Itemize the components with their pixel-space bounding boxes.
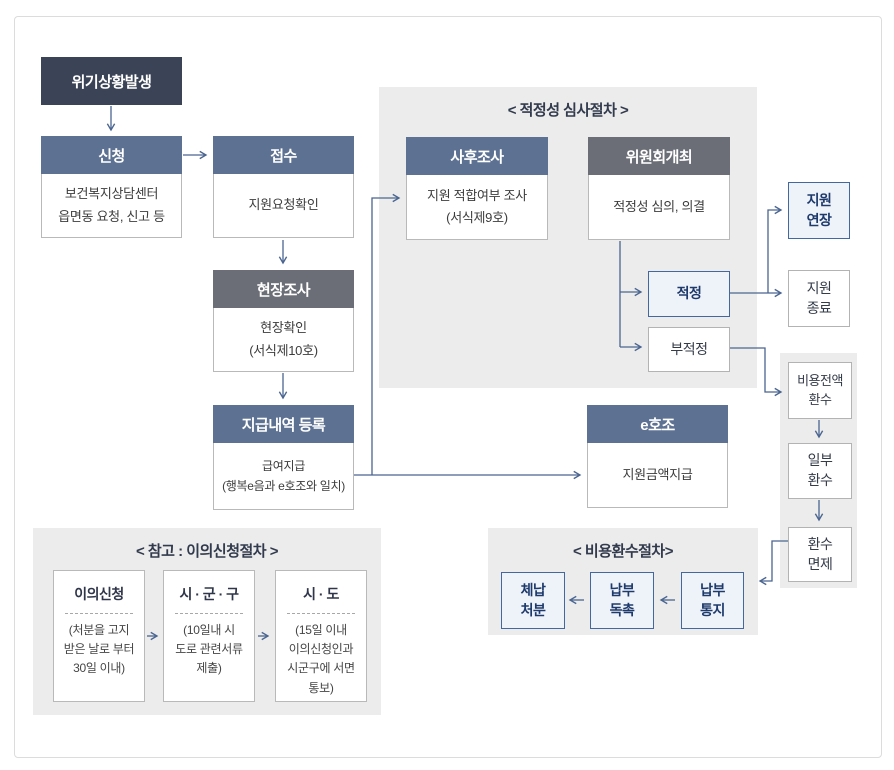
box-appeal-2: 시 · 군 · 구 (10일내 시 도로 관련서류 제출) bbox=[163, 570, 255, 702]
box-field-survey: 현장조사 현장확인 (서식제10호) bbox=[213, 270, 354, 372]
box-appeal-3: 시 · 도 (15일 이내 이의신청인과 시군구에 서면 통보) bbox=[275, 570, 367, 702]
panel-review-title: < 적정성 심사절차 > bbox=[507, 102, 629, 119]
box-ehojo-body: 지원금액지급 bbox=[587, 443, 728, 508]
panel-appeal-title: < 참고 : 이의신청절차 > bbox=[135, 543, 279, 560]
box-support-end: 지원 종료 bbox=[788, 270, 850, 327]
box-appeal-3-body: (15일 이내 이의신청인과 시군구에 서면 통보) bbox=[287, 623, 355, 695]
box-committee-title: 위원회개최 bbox=[588, 137, 730, 175]
box-payment-register-title: 지급내역 등록 bbox=[213, 405, 354, 443]
box-payment-urge: 납부 독촉 bbox=[590, 572, 654, 629]
box-recovery-exempt: 환수 면제 bbox=[788, 527, 852, 582]
panel-refund-title: < 비용환수절차> bbox=[573, 543, 674, 560]
box-committee-body: 적정성 심의, 의결 bbox=[588, 175, 730, 240]
box-appeal-2-title: 시 · 군 · 구 bbox=[179, 586, 239, 602]
box-partial-recovery: 일부 환수 bbox=[788, 443, 852, 499]
box-field-survey-title: 현장조사 bbox=[213, 270, 354, 308]
box-post-survey-title: 사후조사 bbox=[406, 137, 548, 175]
box-receipt-title: 접수 bbox=[213, 136, 354, 174]
box-appeal-1: 이의신청 (처분을 고지 받은 날로 부터 30일 이내) bbox=[53, 570, 145, 702]
box-receipt-body: 지원요청확인 bbox=[213, 174, 354, 238]
box-post-survey-body: 지원 적합여부 조사 (서식제9호) bbox=[406, 175, 548, 240]
box-full-recovery: 비용전액 환수 bbox=[788, 362, 852, 419]
box-appeal-3-title: 시 · 도 bbox=[303, 586, 339, 602]
box-ehojo-title: e호조 bbox=[587, 405, 728, 443]
box-post-survey: 사후조사 지원 적합여부 조사 (서식제9호) bbox=[406, 137, 548, 240]
box-receipt: 접수 지원요청확인 bbox=[213, 136, 354, 238]
box-payment-register: 지급내역 등록 급여지급 (행복e음과 e호조와 일치) bbox=[213, 405, 354, 510]
box-crisis: 위기상황발생 bbox=[41, 57, 182, 105]
box-appeal-1-body: (처분을 고지 받은 날로 부터 30일 이내) bbox=[63, 623, 135, 676]
box-appeal-1-title: 이의신청 bbox=[74, 586, 124, 602]
box-apply-title: 신청 bbox=[41, 136, 182, 174]
appeal-2-divider bbox=[175, 613, 243, 614]
box-proper: 적정 bbox=[648, 271, 730, 317]
box-apply: 신청 보건복지상담센터 읍면동 요청, 신고 등 bbox=[41, 136, 182, 238]
box-apply-body: 보건복지상담센터 읍면동 요청, 신고 등 bbox=[41, 174, 182, 238]
box-support-extend: 지원 연장 bbox=[788, 182, 850, 239]
box-payment-notice: 납부 통지 bbox=[681, 572, 744, 629]
box-appeal-2-body: (10일내 시 도로 관련서류 제출) bbox=[175, 623, 243, 676]
box-payment-register-body: 급여지급 (행복e음과 e호조와 일치) bbox=[213, 443, 354, 510]
appeal-3-divider bbox=[287, 613, 355, 614]
appeal-1-divider bbox=[65, 613, 133, 614]
box-field-survey-body: 현장확인 (서식제10호) bbox=[213, 308, 354, 372]
box-committee: 위원회개최 적정성 심의, 의결 bbox=[588, 137, 730, 240]
box-ehojo: e호조 지원금액지급 bbox=[587, 405, 728, 508]
box-improper: 부적정 bbox=[648, 327, 730, 372]
box-arrears-disposal: 체납 처분 bbox=[501, 572, 565, 629]
